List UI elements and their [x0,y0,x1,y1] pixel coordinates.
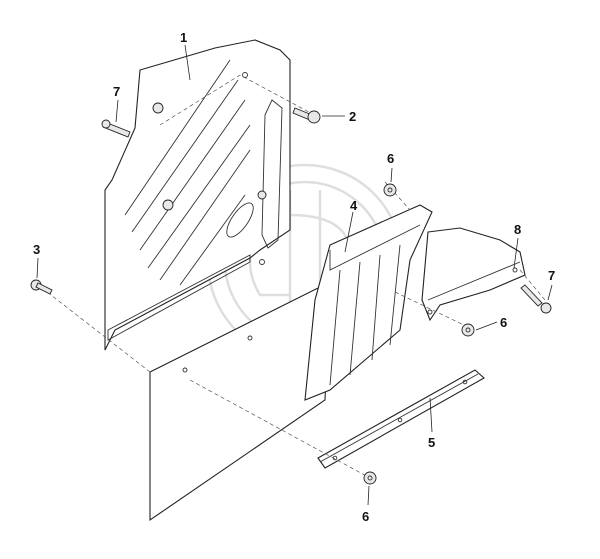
part-4-side-flap [304,204,433,401]
callout-5: 5 [428,435,435,450]
leader-lines [36,44,553,506]
hardware [30,107,552,485]
callout-7-left: 7 [113,84,120,99]
bolt-7-left [101,119,131,138]
nut-6-top [383,183,397,197]
callout-7-right: 7 [548,268,555,283]
bolt-7-right [520,284,552,314]
callout-1: 1 [180,30,187,45]
callout-4: 4 [350,198,358,213]
callouts: 1 2 3 4 5 6 6 6 7 7 8 [33,30,555,524]
bolt-3 [30,279,53,295]
nut-6-mid [461,323,475,337]
callout-6-top: 6 [387,151,394,166]
nut-6-bottom [363,471,377,485]
callout-3: 3 [33,242,40,257]
callout-8: 8 [514,222,521,237]
callout-2: 2 [349,109,356,124]
callout-6-mid: 6 [500,315,507,330]
part-8-extension-bracket [421,227,526,322]
part-5-clamp-strip [317,369,485,469]
part-1-rear-panel [104,39,291,351]
assembly-axes [41,74,546,479]
callout-6-bottom: 6 [362,509,369,524]
bolt-2 [292,107,321,124]
mud-flap-plate [149,281,331,522]
